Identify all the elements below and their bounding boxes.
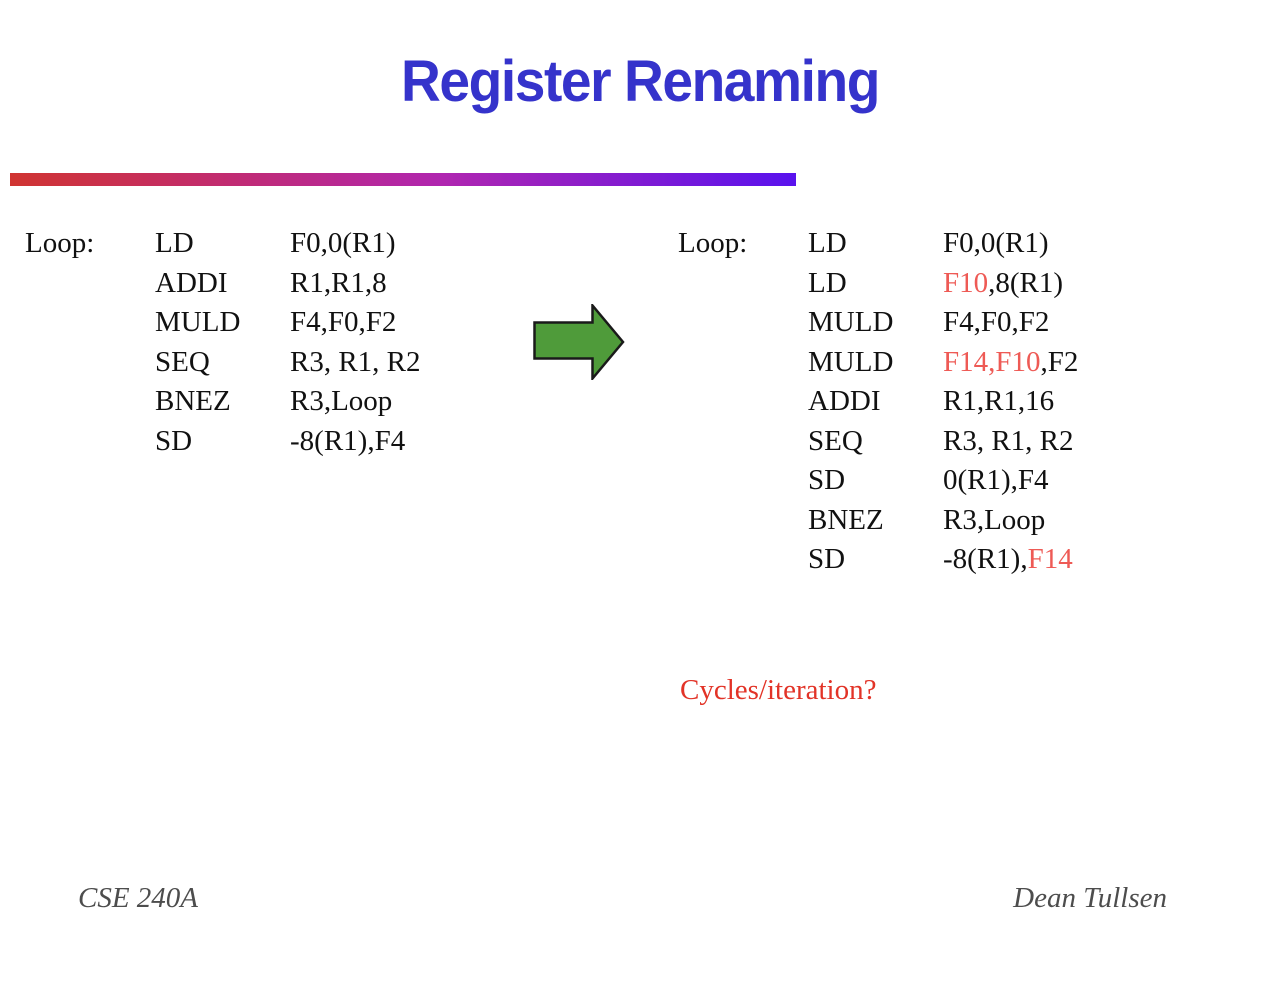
code-row: SD 0(R1),F4 <box>678 461 1078 501</box>
operand-text: R3, R1, R2 <box>290 345 421 378</box>
operand-text: R3, R1, R2 <box>943 424 1074 457</box>
code-row: ADDI R1,R1,16 <box>678 382 1078 422</box>
opcode: SEQ <box>808 424 863 457</box>
code-row: Loop: LD F0,0(R1) <box>678 224 1078 264</box>
opcode: SEQ <box>155 345 210 378</box>
operand-text: F0,0(R1) <box>943 227 1049 259</box>
operand-text: R3,Loop <box>290 385 393 417</box>
operand-text: R1,R1,16 <box>943 385 1055 417</box>
loop-label <box>25 382 155 422</box>
opcode: BNEZ <box>155 385 231 417</box>
operands: F14,F10,F2 <box>943 343 1078 383</box>
code-row: SD -8(R1),F14 <box>678 540 1078 580</box>
operands: R3,Loop <box>290 382 392 422</box>
operands: R3, R1, R2 <box>290 343 421 383</box>
operand-text: ,8(R1) <box>988 266 1064 299</box>
loop-label <box>678 264 808 304</box>
operands: F10,8(R1) <box>943 264 1063 304</box>
loop-label <box>25 303 155 343</box>
renamed-register: F14,F10 <box>943 345 1041 378</box>
gradient-divider-bar <box>10 173 796 186</box>
operand-text: R3,Loop <box>943 503 1046 536</box>
loop-label <box>678 501 808 541</box>
code-row: ADDI R1,R1,8 <box>25 264 421 304</box>
opcode: SD <box>808 543 846 575</box>
opcode: ADDI <box>155 266 228 299</box>
code-row: SEQ R3, R1, R2 <box>25 343 421 383</box>
operand-text: F0,0(R1) <box>290 227 396 259</box>
operands: F0,0(R1) <box>943 224 1049 264</box>
footer-author-label: Dean Tullsen <box>1013 882 1167 914</box>
code-row: LD F10,8(R1) <box>678 264 1078 304</box>
loop-label <box>678 382 808 422</box>
loop-label <box>678 461 808 501</box>
cycles-question: Cycles/iteration? <box>680 674 877 706</box>
loop-label <box>678 343 808 383</box>
opcode: SD <box>155 424 193 457</box>
transform-arrow <box>533 302 625 382</box>
code-row: MULD F4,F0,F2 <box>25 303 421 343</box>
operand-text: F4,F0,F2 <box>290 306 397 338</box>
operands: R3, R1, R2 <box>943 422 1074 462</box>
opcode: LD <box>808 227 847 259</box>
operand-text: R1,R1,8 <box>290 266 387 299</box>
operands: R3,Loop <box>943 501 1045 541</box>
operand-text: ,F2 <box>1040 345 1079 378</box>
operands: F4,F0,F2 <box>943 303 1049 343</box>
opcode: MULD <box>808 306 894 338</box>
page-title: Register Renaming <box>401 49 880 114</box>
code-row: SEQ R3, R1, R2 <box>678 422 1078 462</box>
operand-text: -8(R1),F4 <box>290 424 406 457</box>
loop-label <box>25 422 155 462</box>
renamed-register: F10 <box>943 266 989 299</box>
operands: 0(R1),F4 <box>943 461 1049 501</box>
loop-label <box>678 422 808 462</box>
renamed-register: F14 <box>1027 543 1073 575</box>
right-arrow-icon <box>533 302 625 382</box>
code-row: MULD F4,F0,F2 <box>678 303 1078 343</box>
operand-text: 0(R1),F4 <box>943 464 1049 496</box>
operands: F4,F0,F2 <box>290 303 396 343</box>
code-row: SD -8(R1),F4 <box>25 422 421 462</box>
code-row: MULD F14,F10,F2 <box>678 343 1078 383</box>
operands: F0,0(R1) <box>290 224 396 264</box>
opcode: SD <box>808 464 846 496</box>
opcode: LD <box>808 266 847 299</box>
operands: R1,R1,8 <box>290 264 387 304</box>
opcode: MULD <box>808 345 894 378</box>
loop-label <box>678 540 808 580</box>
operands: -8(R1),F14 <box>943 540 1073 580</box>
operands: -8(R1),F4 <box>290 422 405 462</box>
code-row: Loop: LD F0,0(R1) <box>25 224 421 264</box>
loop-label: Loop: <box>678 227 748 259</box>
operands: R1,R1,16 <box>943 382 1054 422</box>
operand-text: -8(R1), <box>943 543 1028 575</box>
loop-label <box>25 264 155 304</box>
opcode: MULD <box>155 306 241 338</box>
operand-text: F4,F0,F2 <box>943 306 1050 338</box>
footer-course-label: CSE 240A <box>78 882 199 914</box>
loop-label: Loop: <box>25 227 95 259</box>
code-row: BNEZ R3,Loop <box>678 501 1078 541</box>
loop-label <box>25 343 155 383</box>
opcode: LD <box>155 227 194 259</box>
loop-label <box>678 303 808 343</box>
opcode: ADDI <box>808 385 881 417</box>
opcode: BNEZ <box>808 503 884 536</box>
code-row: BNEZ R3,Loop <box>25 382 421 422</box>
